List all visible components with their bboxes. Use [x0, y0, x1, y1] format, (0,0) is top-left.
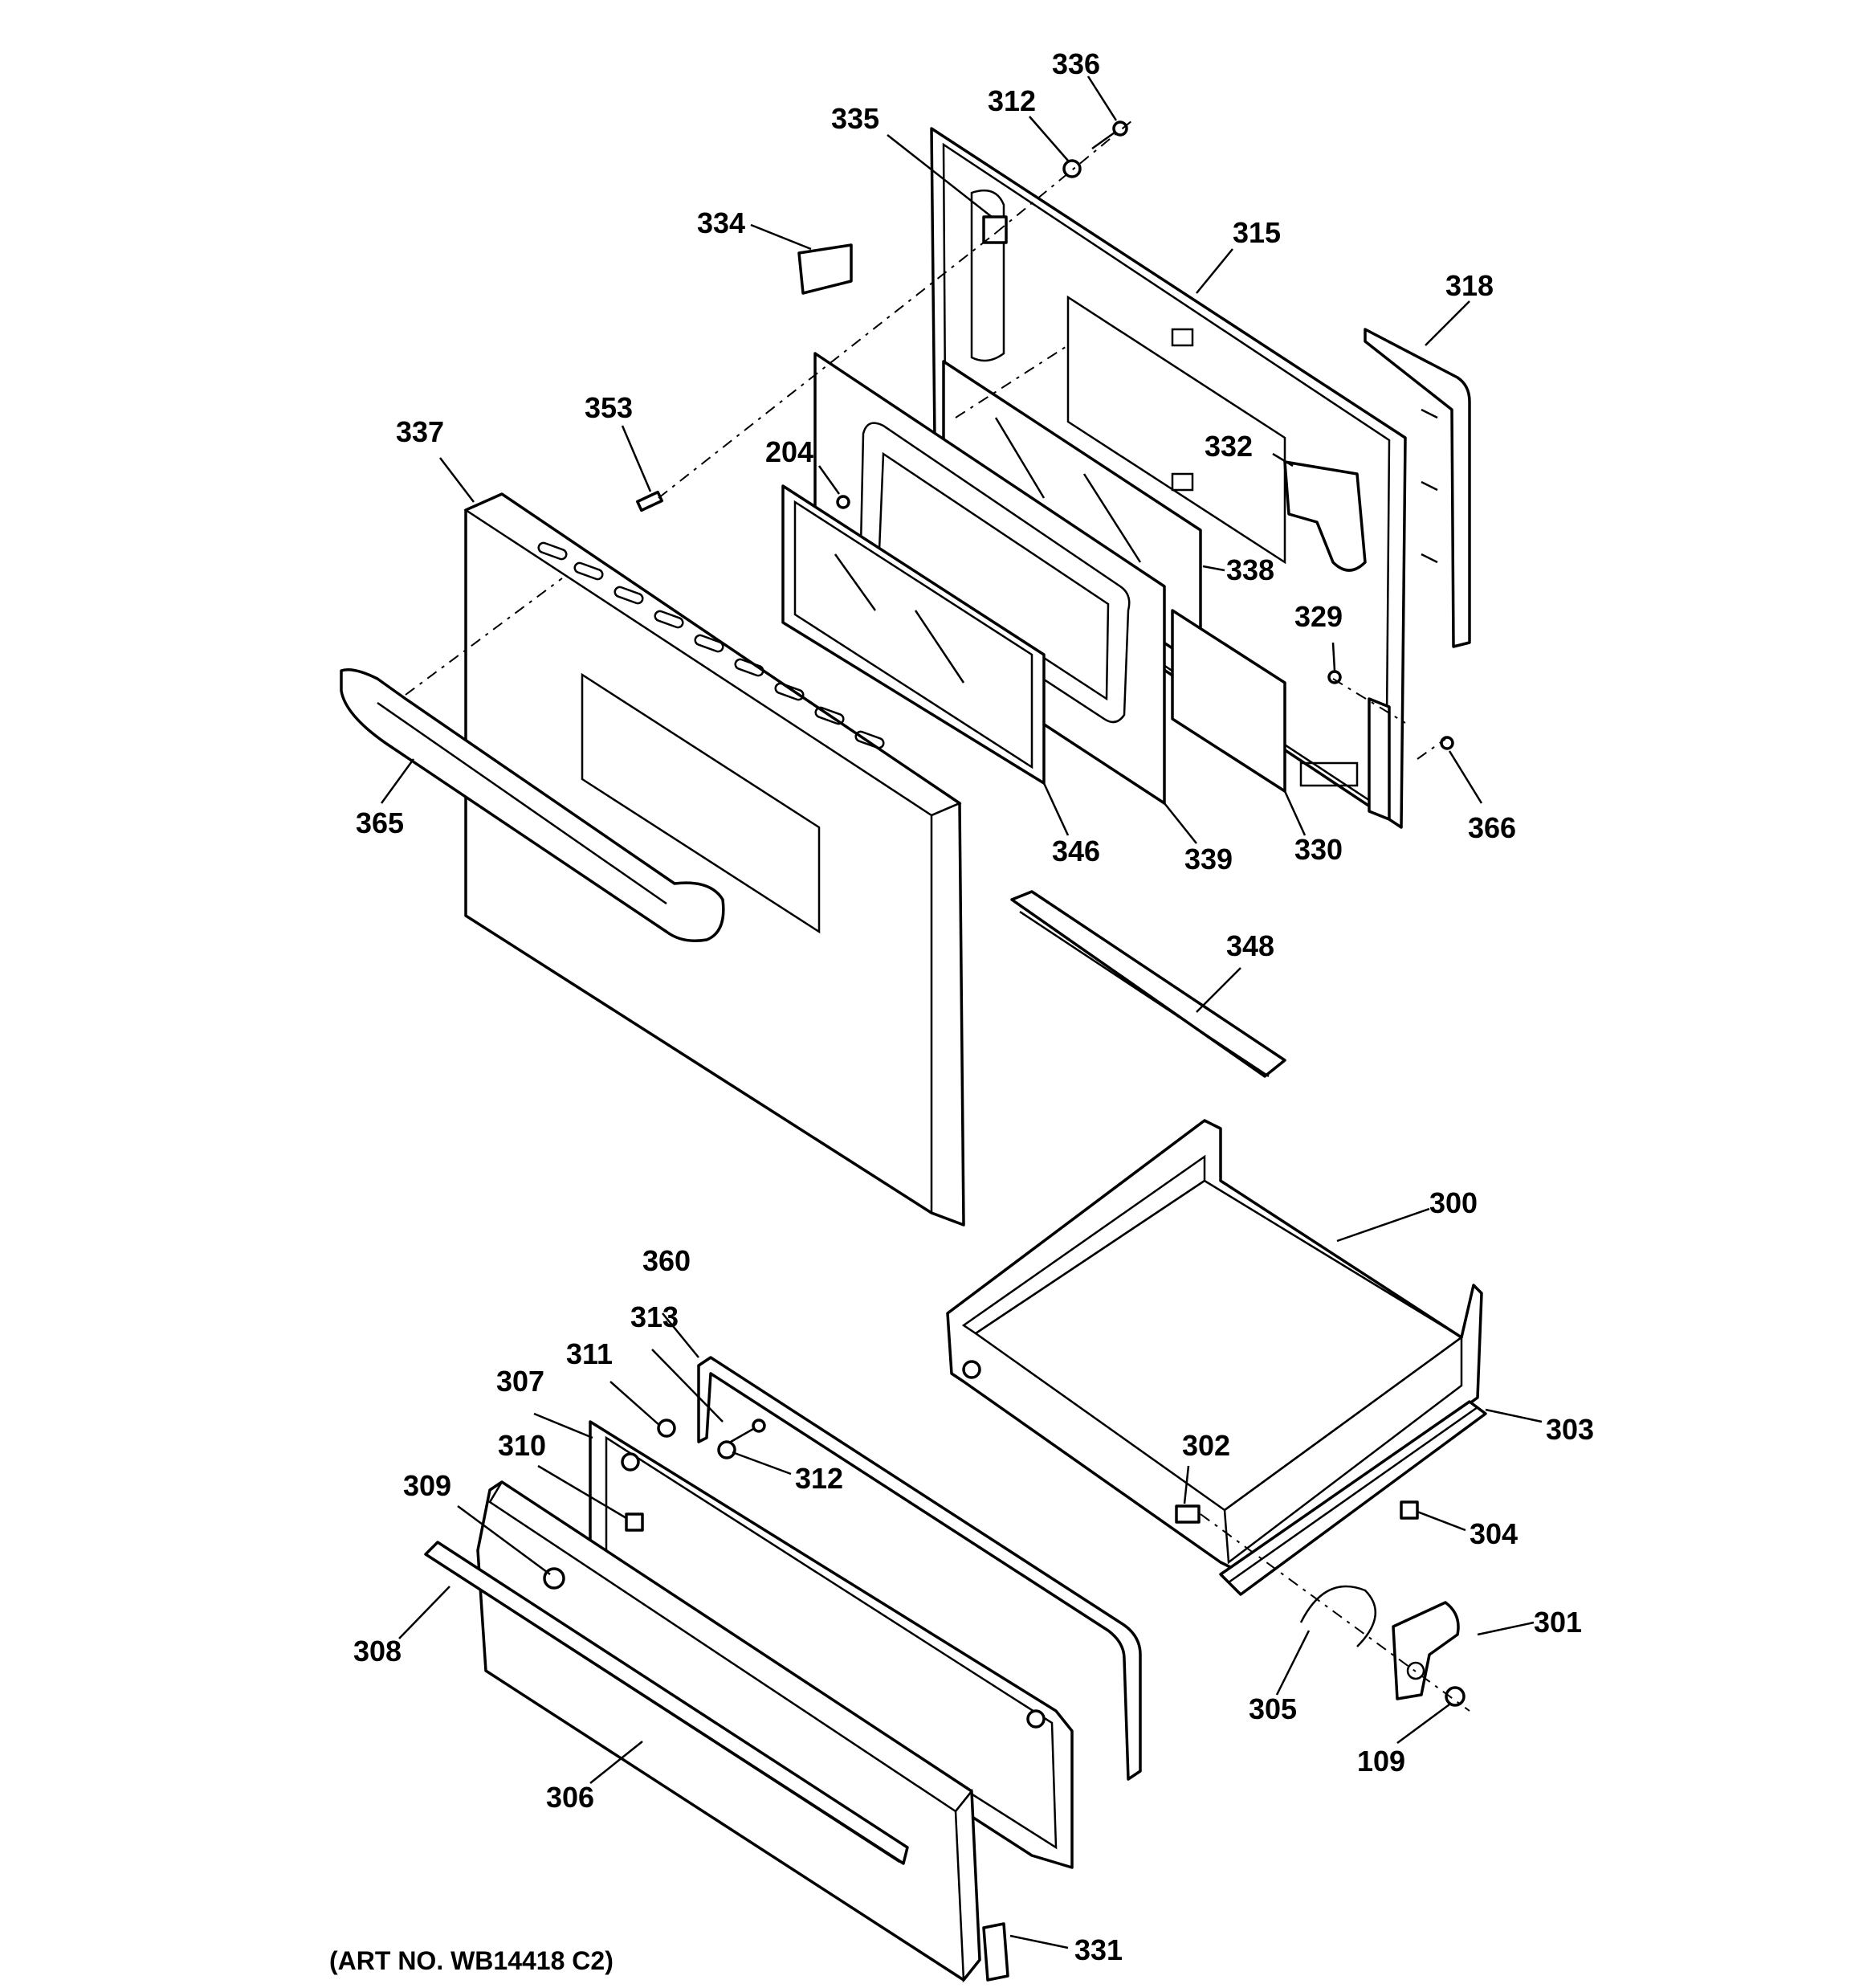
assembly-lines: [405, 120, 1470, 1712]
drawer-frame-360: [697, 1356, 1142, 1781]
callout-329: 329: [1294, 600, 1343, 633]
screw-353: [636, 490, 663, 512]
callout-336: 336: [1052, 47, 1100, 80]
callout-330: 330: [1294, 833, 1343, 866]
washer-312-top: [1062, 159, 1082, 178]
screw-313: [730, 1419, 766, 1443]
callout-313: 313: [630, 1300, 679, 1333]
clip-304: [1400, 1500, 1419, 1520]
callout-318: 318: [1445, 269, 1494, 302]
door-gasket-318: [1364, 328, 1471, 648]
clip-331: [982, 1922, 1009, 1982]
callout-304: 304: [1470, 1517, 1518, 1550]
callout-360: 360: [642, 1244, 691, 1277]
callout-303: 303: [1546, 1413, 1594, 1446]
callout-307: 307: [496, 1365, 544, 1398]
drawer-trim-308: [424, 1541, 909, 1865]
callout-335: 335: [831, 102, 879, 135]
callout-331: 331: [1074, 1933, 1123, 1966]
screw-336: [1091, 120, 1128, 150]
callout-312-drawer: 312: [795, 1462, 843, 1495]
bracket-301: [1392, 1601, 1460, 1700]
callout-204: 204: [765, 435, 813, 468]
callout-109: 109: [1357, 1745, 1405, 1778]
stud-310: [625, 1512, 644, 1532]
callout-301: 301: [1534, 1606, 1582, 1639]
stud-302: [1175, 1504, 1201, 1524]
callout-311: 311: [566, 1337, 613, 1370]
art-number: (ART NO. WB14418 C2): [329, 1946, 614, 1975]
callout-334: 334: [697, 206, 745, 239]
callout-315: 315: [1233, 216, 1281, 249]
callout-348: 348: [1226, 929, 1274, 962]
door-bracket-348: [1010, 890, 1286, 1078]
hinge-bracket: [1368, 697, 1391, 821]
callout-310: 310: [498, 1429, 546, 1462]
callout-labels: 336 312 335 334 315 318 353 337 204 332 …: [353, 47, 1594, 1966]
vent-slots: [537, 541, 885, 749]
callout-306: 306: [546, 1781, 594, 1814]
hinge-clip-334: [797, 243, 853, 295]
callout-366: 366: [1468, 811, 1516, 844]
callout-353: 353: [585, 391, 633, 424]
screw-329: [1327, 670, 1342, 684]
nut-311: [657, 1419, 676, 1438]
callout-309: 309: [403, 1469, 451, 1502]
door-handle-365: [340, 668, 725, 942]
washer-312-drawer: [717, 1440, 736, 1459]
callout-346: 346: [1052, 835, 1100, 867]
insulation-332: [1283, 460, 1367, 572]
callout-312: 312: [988, 84, 1036, 117]
callout-308: 308: [353, 1635, 402, 1668]
screw-204: [836, 495, 850, 509]
drawer-body-300: [946, 1119, 1483, 1572]
nut-109: [1445, 1686, 1466, 1707]
callout-338: 338: [1226, 553, 1274, 586]
spring-305: [1299, 1585, 1377, 1647]
outer-door-panel-337: [463, 492, 965, 1227]
callout-337: 337: [396, 415, 444, 448]
screw-366: [1440, 736, 1454, 750]
callout-365: 365: [356, 806, 404, 839]
hinge-pin-335: [982, 215, 1008, 244]
callout-302: 302: [1182, 1429, 1230, 1462]
leader-lines: [380, 76, 1543, 1949]
drawer-slide-303: [1219, 1400, 1487, 1596]
callout-305: 305: [1249, 1692, 1297, 1725]
callout-300: 300: [1429, 1186, 1478, 1219]
callout-339: 339: [1184, 843, 1233, 876]
callout-332: 332: [1205, 430, 1253, 463]
